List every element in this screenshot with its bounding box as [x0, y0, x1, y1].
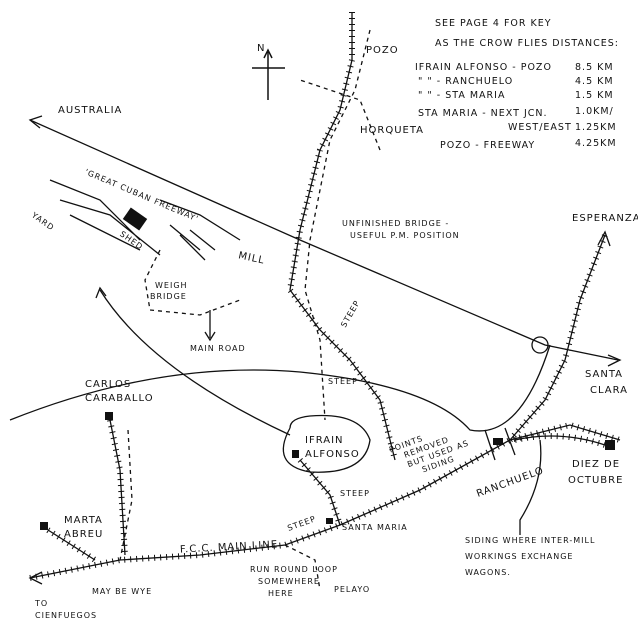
cienfuegos-arrow-icon	[28, 571, 43, 585]
distance-value: 1.0KM/	[575, 106, 614, 117]
place-australia: AUSTRALIA	[58, 105, 123, 116]
road-to-mill	[99, 289, 291, 436]
siding-note: SIDING WHERE INTER-MILL	[465, 536, 596, 545]
pelayo-track	[284, 544, 321, 591]
weigh-bridge-label: WEIGH	[155, 281, 188, 290]
weigh-bridge-label: BRIDGE	[150, 292, 187, 301]
siding-note: WORKINGS EXCHANGE	[465, 552, 574, 561]
distance-value: 4.5 KM	[575, 76, 614, 87]
distance-row: WEST/EAST	[508, 122, 572, 133]
bridge-label: USEFUL P.M. POSITION	[350, 231, 460, 240]
distance-row: POZO - FREEWAY	[440, 140, 536, 151]
main-road-label: MAIN ROAD	[190, 344, 246, 353]
key-reference: SEE PAGE 4 FOR KEY	[435, 18, 552, 29]
distance-value: 8.5 KM	[575, 62, 614, 73]
santa-clara-arrow-icon	[607, 354, 622, 367]
place-santa-maria: SANTA MARIA	[342, 523, 408, 532]
runround-label: RUN ROUND LOOP	[250, 565, 338, 574]
distance-value: 1.5 KM	[575, 90, 614, 101]
wye-label: MAY BE WYE	[92, 587, 153, 596]
place-pozo: POZO	[366, 45, 399, 56]
place-santa-clara: CLARA	[590, 385, 629, 396]
shed-icon	[122, 207, 148, 231]
santa-maria-station-icon	[326, 518, 333, 524]
main-road-arrow-icon	[204, 331, 216, 342]
place-santa-clara: SANTA	[585, 369, 624, 380]
distance-row: " " - RANCHUELO	[418, 76, 514, 87]
esperanza-arrow-icon	[597, 230, 611, 247]
distance-value: 1.25KM	[575, 122, 617, 133]
place-horqueta: HORQUETA	[360, 125, 425, 136]
yard-tracks	[49, 179, 161, 256]
main-road	[9, 344, 551, 432]
place-marta-abreu: ABREU	[64, 529, 104, 540]
carlos-mill-icon	[105, 412, 113, 420]
place-diez-de-octubre: OCTUBRE	[568, 475, 624, 486]
distance-row: " " - STA MARIA	[418, 90, 506, 101]
esperanza-railway	[509, 234, 606, 441]
place-ifrain-alfonso: IFRAIN	[305, 435, 344, 446]
mill-hatching	[159, 199, 241, 261]
runround-label: SOMEWHERE	[258, 577, 320, 586]
ranchuelo-road	[484, 427, 516, 461]
dashed-track	[304, 29, 371, 421]
ifrain-mill-icon	[292, 450, 299, 458]
place-esperanza: ESPERANZA	[572, 213, 638, 224]
north-label: N	[257, 43, 266, 54]
ranchuelo-mill-icon	[493, 438, 503, 445]
junction-circle	[531, 336, 549, 354]
marta-mill-icon	[40, 522, 48, 530]
cienfuegos-label: TO	[35, 599, 49, 608]
north-arrow-icon	[252, 48, 285, 100]
horqueta-track	[299, 79, 381, 151]
runround-label: HERE	[268, 589, 294, 598]
diez-mill-icon	[605, 440, 615, 450]
cienfuegos-label: CIENFUEGOS	[35, 611, 98, 620]
bridge-label: UNFINISHED BRIDGE -	[342, 219, 450, 228]
distance-row: STA MARIA - NEXT JCN.	[418, 108, 548, 119]
distance-row: IFRAIN ALFONSO - POZO	[415, 62, 552, 73]
steep-label: STEEP	[340, 489, 370, 498]
esperanza-railway-ties	[507, 233, 608, 442]
pozo-railway	[289, 12, 396, 461]
siding-pointer	[519, 439, 542, 535]
diez-railway	[514, 435, 606, 446]
australia-arrow-icon	[28, 115, 43, 129]
place-marta-abreu: MARTA	[64, 515, 103, 526]
freeway-road	[29, 119, 619, 361]
distance-value: 4.25KM	[575, 138, 617, 149]
siding-note: WAGONS.	[465, 568, 511, 577]
steep-label: STEEP	[328, 377, 358, 386]
marta-railway	[47, 529, 96, 561]
distances-title: AS THE CROW FLIES DISTANCES:	[435, 38, 619, 49]
place-ifrain-alfonso: ALFONSO	[305, 449, 360, 460]
place-pelayo: PELAYO	[334, 585, 371, 594]
santa-maria-railway	[299, 459, 341, 526]
place-carlos-caraballo: CARABALLO	[85, 393, 154, 404]
ifrain-circle	[282, 414, 371, 473]
place-carlos-caraballo: CARLOS	[85, 379, 132, 390]
carlos-railway	[109, 419, 126, 556]
road-arrow-icon	[95, 286, 107, 299]
place-diez-de-octubre: DIEZ DE	[572, 459, 621, 470]
weigh-bridge-road	[144, 249, 241, 316]
